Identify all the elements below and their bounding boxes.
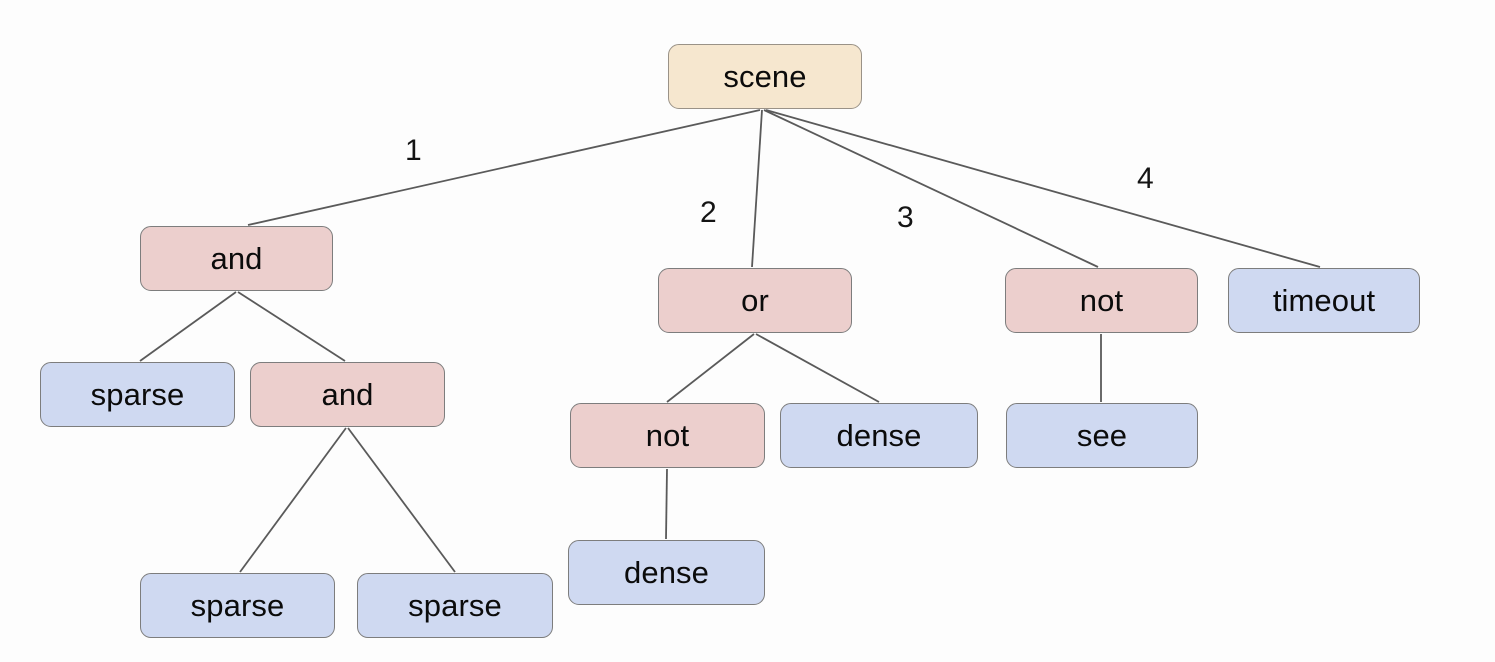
tree-edge	[347, 427, 456, 573]
tree-node-and2[interactable]: and	[250, 362, 445, 427]
edge-label-2: 2	[700, 196, 717, 229]
tree-node-or1[interactable]: or	[658, 268, 852, 333]
tree-edge	[239, 427, 347, 573]
tree-edge	[665, 468, 668, 540]
tree-node-dense_c[interactable]: dense	[568, 540, 765, 605]
tree-edge	[139, 291, 237, 362]
tree-edge	[751, 109, 763, 268]
tree-node-sparse1[interactable]: sparse	[40, 362, 235, 427]
tree-node-and1[interactable]: and	[140, 226, 333, 291]
tree-edge	[237, 291, 346, 362]
edge-label-1: 1	[405, 134, 422, 167]
tree-node-sparse2[interactable]: sparse	[140, 573, 335, 638]
tree-edge	[763, 109, 1099, 268]
tree-node-see[interactable]: see	[1006, 403, 1198, 468]
tree-edge	[666, 333, 755, 403]
tree-edge	[765, 109, 1321, 268]
tree-node-timeout[interactable]: timeout	[1228, 268, 1420, 333]
tree-edge	[247, 109, 761, 226]
tree-node-not_c[interactable]: not	[570, 403, 765, 468]
edge-label-4: 4	[1137, 162, 1154, 195]
tree-edge	[755, 333, 880, 403]
tree-node-sparse3[interactable]: sparse	[357, 573, 553, 638]
edge-label-3: 3	[897, 201, 914, 234]
tree-node-scene[interactable]: scene	[668, 44, 862, 109]
tree-node-dense_r[interactable]: dense	[780, 403, 978, 468]
tree-node-not_r[interactable]: not	[1005, 268, 1198, 333]
